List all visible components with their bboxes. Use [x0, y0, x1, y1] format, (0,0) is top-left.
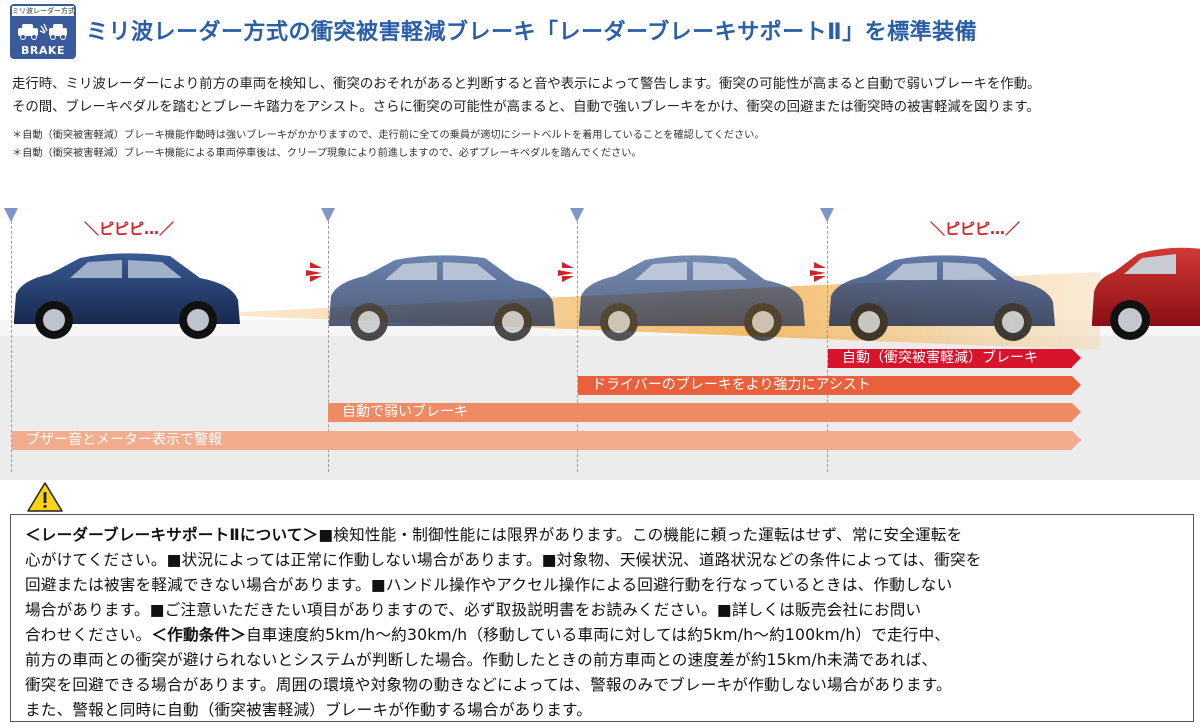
stage-divider: [577, 216, 578, 472]
car-2: [329, 255, 555, 341]
car-collision-icon: [18, 23, 67, 40]
stage-marker-icon: [4, 208, 18, 222]
warning-line: ＜レーダーブレーキサポートⅡについて＞■検知性能・制御性能には限界があります。こ…: [25, 526, 963, 544]
page-title: ミリ波レーダー方式の衝突被害軽減ブレーキ「レーダーブレーキサポートⅡ」を標準装備: [86, 20, 978, 45]
warning-line: 合わせください。＜作動条件＞自車速度約5km/h～約30km/h（移動している車…: [25, 626, 951, 644]
note-1: ＊自動（衝突被害軽減）ブレーキ機能作動時は強いブレーキがかかりますので、走行前に…: [12, 130, 765, 141]
description-line-2: その間、ブレーキペダルを踏むとブレーキ踏力をアシスト。さらに衝突の可能性が高まる…: [12, 100, 1040, 115]
warning-line: 心がけてください。■状況によっては正常に作動しない場合があります。■対象物、天候…: [25, 551, 982, 569]
stage-bar-buzzer-warning: ブザー音とメーター表示で警報: [12, 431, 1081, 450]
beep-label-2: ＼ピピピ…／: [930, 220, 1021, 238]
warning-line: また、警報と同時に自動（衝突被害軽減）ブレーキが作動する場合があります。: [25, 701, 593, 719]
warning-box: ＜レーダーブレーキサポートⅡについて＞■検知性能・制御性能には限界があります。こ…: [10, 514, 1194, 722]
brake-badge: ミリ波レーダー方式 BRAKE: [10, 4, 76, 59]
stage-bar-brake-assist: ドライバーのブレーキをより強力にアシスト: [578, 376, 1081, 395]
stage-divider: [827, 216, 828, 472]
warning-triangle-icon: [27, 482, 63, 512]
warning-line: 回避または被害を軽減できない場合があります。■ハンドル操作やアクセル操作による回…: [25, 576, 953, 594]
badge-top-label: ミリ波レーダー方式: [10, 4, 76, 18]
description-line-1: 走行時、ミリ波レーダーにより前方の車両を検知し、衝突のおそれがあると判断すると音…: [12, 77, 1041, 92]
stage-bar-weak-brake: 自動で弱いブレーキ: [328, 403, 1081, 422]
stage-divider: [328, 216, 329, 472]
diagram-graphics: [14, 247, 1200, 350]
stage-marker-icon: [820, 208, 834, 222]
warning-line: 場合があります。■ご注意いただきたい項目がありますので、必ず取扱説明書をお読みく…: [25, 601, 922, 619]
stage-bar-auto-brake: 自動（衝突被害軽減）ブレーキ: [828, 349, 1081, 368]
brake-flash-icon: [306, 262, 826, 282]
warning-line: 衝突を回避できる場合があります。周囲の環境や対象物の動きなどによっては、警報のみ…: [25, 676, 952, 694]
note-2: ＊自動（衝突被害軽減）ブレーキ機能による車両停車後は、クリープ現象により前進しま…: [12, 148, 642, 159]
car-4: [829, 255, 1055, 341]
beep-label-1: ＼ピピピ…／: [84, 220, 175, 238]
stage-divider: [11, 216, 12, 472]
warning-line: 前方の車両との衝突が避けられないとシステムが判断した場合。作動したときの前方車両…: [25, 651, 938, 669]
car-3: [579, 255, 805, 341]
brake-stage-diagram: ＼ピピピ…／ ＼ピピピ…／ 自動（衝突被害軽減）ブレーキ ドライバーのブレーキを…: [0, 200, 1200, 480]
car-1: [14, 253, 240, 339]
badge-bottom-label: BRAKE: [21, 44, 65, 57]
front-vehicle-red-car: [1092, 247, 1200, 340]
stage-marker-icon: [321, 208, 335, 222]
stage-marker-icon: [570, 208, 584, 222]
